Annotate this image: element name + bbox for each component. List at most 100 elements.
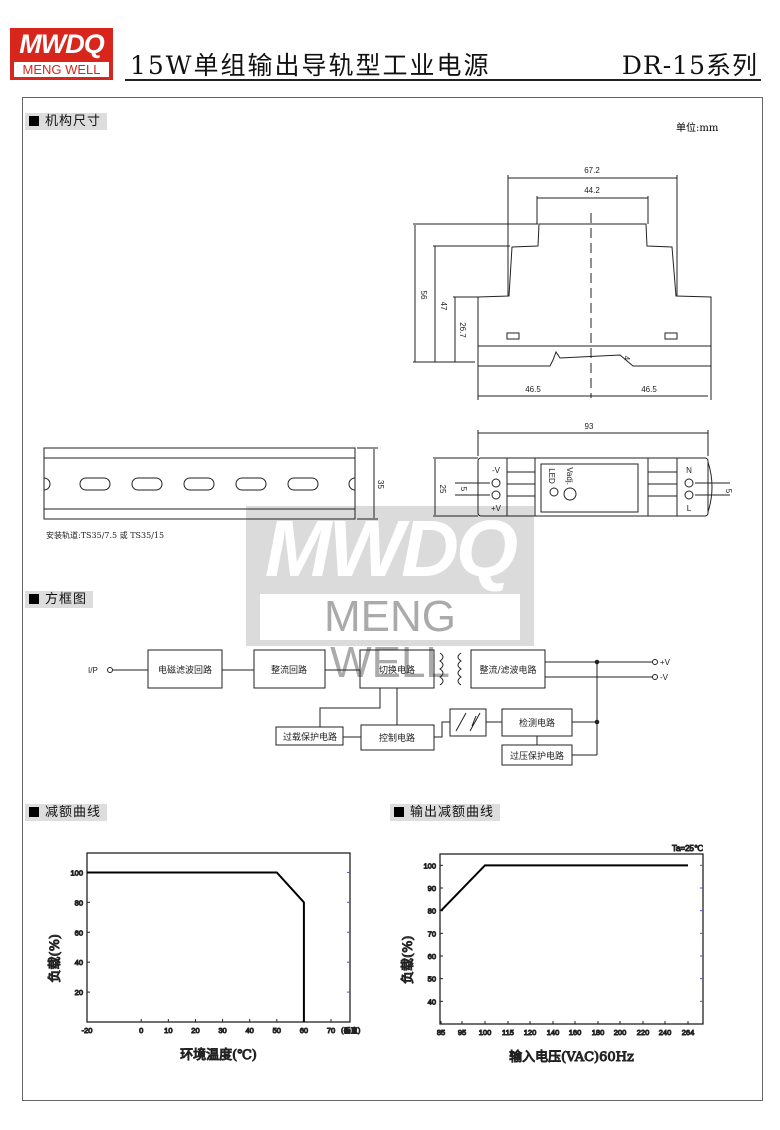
content-frame	[22, 97, 763, 1101]
x-tick-label: -20	[82, 1026, 93, 1035]
block-detection: 检测电路	[519, 717, 555, 729]
dim-46-5-right: 46.5	[641, 385, 657, 394]
x-tick-label: 200	[614, 1028, 627, 1037]
x-tick-label: 10	[164, 1026, 172, 1035]
bullet-icon	[29, 594, 39, 604]
dim-47: 47	[439, 302, 448, 311]
y-tick-label: 50	[428, 975, 436, 984]
x-axis-note: (垂直)	[341, 1026, 361, 1035]
logo-text: MENG WELL	[14, 62, 109, 77]
block-overload-protection: 过载保护电路	[283, 731, 337, 743]
title-rule	[125, 79, 761, 81]
watermark-mark: MWDQ	[264, 504, 518, 593]
section-derating: 减额曲线	[25, 804, 108, 821]
unit-label: 单位:mm	[676, 123, 719, 134]
dim-26-7: 26.7	[458, 322, 467, 338]
bullet-icon	[394, 807, 404, 817]
y-tick-label: 90	[428, 884, 436, 893]
input-label: I/P	[88, 666, 98, 675]
front-view-drawing	[433, 430, 730, 517]
x-tick-label: 100	[479, 1028, 492, 1037]
led-label: LED	[547, 468, 556, 484]
brand-logo: MWDQ MENG WELL	[10, 28, 113, 80]
vadj-label: Vadj.	[565, 467, 574, 485]
bullet-icon	[29, 116, 39, 126]
y-tick-label: 40	[428, 997, 436, 1006]
x-tick-label: 0	[139, 1026, 143, 1035]
terminal-label-pos-v: +V	[491, 504, 502, 513]
x-tick-label: 240	[659, 1028, 672, 1037]
plot-area	[86, 852, 351, 1023]
bullet-icon	[29, 807, 39, 817]
terminal-label-n: N	[686, 466, 692, 475]
dim-93: 93	[585, 422, 594, 431]
block-emi-filter: 电磁滤波回路	[158, 664, 212, 676]
y-tick-label: 100	[70, 868, 83, 877]
series-name: DR-15系列	[621, 51, 758, 80]
block-output-rectifier: 整流/滤波电路	[479, 664, 536, 676]
x-tick-label: 30	[218, 1026, 226, 1035]
x-tick-label: 95	[458, 1028, 466, 1037]
section-title: 机构尺寸	[45, 114, 102, 129]
x-axis-label: 输入电压(VAC)60Hz	[509, 1049, 634, 1065]
output-pos-label: +V	[660, 658, 671, 667]
logo-mark: MWDQ	[19, 29, 104, 59]
output-derating-chart: 85 95 100 115 120 140 160 180 200 220 240 264 40 50 60…	[401, 844, 704, 1066]
section-title: 减额曲线	[45, 805, 102, 820]
plot-area	[439, 853, 704, 1025]
x-tick-label: 140	[547, 1028, 560, 1037]
section-block-diagram: 方框图	[25, 591, 94, 608]
dim-4: 4	[622, 356, 631, 361]
section-mechanical: 机构尺寸	[25, 113, 108, 130]
block-switching: 切换电路	[379, 664, 415, 676]
y-tick-label: 40	[75, 958, 83, 967]
page-title: 15W单组输出导轨型工业电源	[130, 51, 491, 80]
x-tick-label: 160	[569, 1028, 582, 1037]
x-tick-label: 180	[592, 1028, 605, 1037]
watermark-logo: MWDQ MENG WELL	[246, 504, 534, 686]
y-axis-label: 负载(%)	[48, 934, 63, 983]
block-control: 控制电路	[379, 732, 415, 744]
watermark-text: MENG WELL	[260, 594, 520, 686]
section-output-derating: 输出减额曲线	[390, 804, 501, 821]
y-tick-label: 60	[75, 928, 83, 937]
y-tick-label: 20	[75, 988, 83, 997]
series-line	[87, 871, 305, 1022]
y-tick-label: 100	[423, 861, 436, 870]
series-line	[440, 864, 688, 912]
x-tick-label: 264	[682, 1028, 695, 1037]
y-tick-label: 80	[428, 907, 436, 916]
x-axis-label: 环境温度(℃)	[180, 1047, 257, 1063]
block-rectifier: 整流回路	[271, 664, 307, 676]
output-neg-label: -V	[660, 673, 669, 682]
x-tick-label: 20	[191, 1026, 199, 1035]
x-tick-label: 220	[637, 1028, 650, 1037]
din-rail-drawing	[43, 447, 378, 520]
y-tick-label: 60	[428, 952, 436, 961]
dim-25: 25	[438, 485, 447, 494]
side-view-dimensions: 67.2 44.2 56 47 26.7 4 46.5 46.5 93 25 5…	[419, 166, 733, 494]
x-tick-label: 115	[502, 1028, 514, 1037]
terminal-label-l: L	[687, 504, 692, 513]
x-tick-label: 40	[246, 1026, 254, 1035]
dim-5-right: 5	[724, 489, 733, 494]
section-title: 输出减额曲线	[410, 805, 495, 820]
dim-56: 56	[419, 291, 428, 300]
dim-5-left: 5	[459, 487, 468, 492]
x-tick-label: 60	[300, 1026, 308, 1035]
x-tick-label: 85	[437, 1028, 445, 1037]
dim-44-2: 44.2	[584, 186, 600, 195]
rail-note: 安装轨道:TS35/7.5 或 TS35/15	[46, 530, 164, 540]
section-title: 方框图	[45, 592, 88, 607]
chart-annotation: Ta=25℃	[672, 844, 703, 853]
side-view-drawing	[413, 175, 712, 400]
dim-46-5-left: 46.5	[525, 385, 541, 394]
x-tick-label: 120	[524, 1028, 537, 1037]
y-tick-label: 80	[75, 898, 83, 907]
y-axis-label: 负载(%)	[401, 936, 416, 985]
block-overvoltage-protection: 过压保护电路	[510, 750, 564, 762]
x-tick-label: 70	[327, 1026, 335, 1035]
